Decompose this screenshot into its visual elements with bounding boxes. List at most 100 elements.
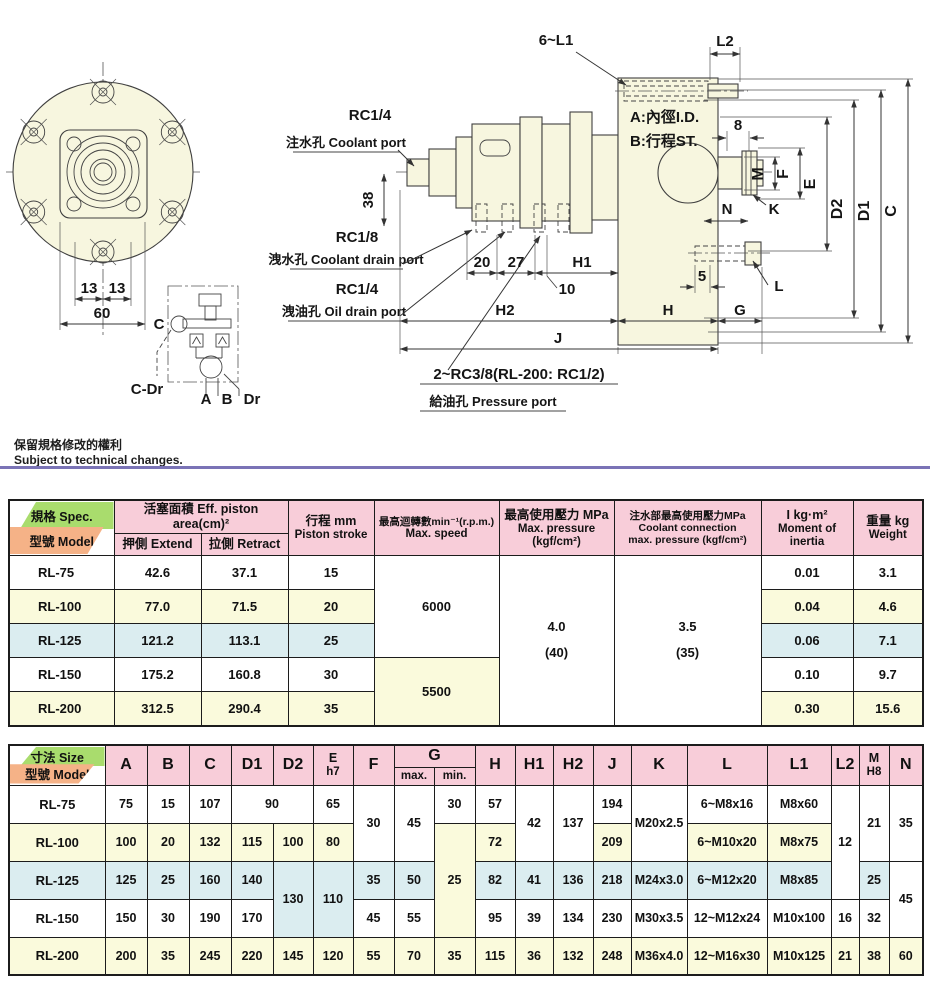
size-header-g-max: max. <box>393 766 435 786</box>
cell-h1: 36 <box>514 936 554 976</box>
dim-8: 8 <box>734 117 742 134</box>
dim-l2: L2 <box>716 33 734 50</box>
cell-k: M20x2.5 <box>630 784 688 862</box>
cell-b: 30 <box>146 898 190 938</box>
cell-h2: 137 <box>552 784 594 862</box>
size-header-d2: D2 <box>272 744 314 786</box>
schematic-label-c: C <box>154 316 165 333</box>
front-view: 13 13 60 <box>6 62 200 338</box>
cell-model: RL-200 <box>8 936 106 976</box>
cell-d1: 170 <box>230 898 274 938</box>
cell-d1: 115 <box>230 822 274 862</box>
size-header-f: F <box>352 744 395 786</box>
cell-retract: 160.8 <box>200 657 289 692</box>
spec-header-row-1: 規格 Spec. 型號 Model 活塞面積 Eff. piston area(… <box>8 499 924 556</box>
pressure-port-label: 給油孔 Pressure port <box>429 394 557 409</box>
cell-gmin: 25 <box>433 822 476 938</box>
dim-e: E <box>802 178 819 189</box>
cell-b: 15 <box>146 784 190 824</box>
cell-e: 65 <box>312 784 354 824</box>
cell-gmax: 70 <box>393 936 435 976</box>
cell-f: 45 <box>352 898 395 938</box>
cell-d2: 145 <box>272 936 314 976</box>
spec-row: RL-125 121.2 113.1 25 0.06 7.1 <box>8 623 924 658</box>
dim-g: G <box>734 302 746 319</box>
cell-weight: 9.7 <box>852 657 924 692</box>
notice-en: Subject to technical changes. <box>14 453 183 467</box>
coolant-drain-label: 洩水孔 Coolant drain port <box>268 252 424 267</box>
cell-m: 38 <box>858 936 890 976</box>
cell-j: 218 <box>592 860 632 900</box>
size-header-l: L <box>686 744 768 786</box>
cell-inertia: 0.06 <box>760 623 854 658</box>
pressure-port-size: 2~RC3/8(RL-200: RC1/2) <box>433 366 604 383</box>
cell-h1: 42 <box>514 784 554 862</box>
spec-header-piston-area: 活塞面積 Eff. piston area(cm)² <box>113 499 289 534</box>
dim-n: N <box>722 201 733 218</box>
cell-k: M30x3.5 <box>630 898 688 938</box>
bore-note: A:內徑I.D. <box>630 108 699 126</box>
dim-k: K <box>769 201 780 218</box>
cell-h: 72 <box>474 822 516 862</box>
cell-weight: 15.6 <box>852 691 924 726</box>
dim-13-right: 13 <box>109 280 126 297</box>
cell-gmin: 30 <box>433 784 476 824</box>
dim-13-left: 13 <box>81 280 98 297</box>
cell-h: 115 <box>474 936 516 976</box>
cell-extend: 175.2 <box>113 657 202 692</box>
cell-c: 132 <box>188 822 232 862</box>
cell-c: 160 <box>188 860 232 900</box>
cell-max-speed-high: 6000 <box>373 555 500 658</box>
cell-gmax: 55 <box>393 898 435 938</box>
dim-h2: H2 <box>495 302 514 319</box>
cell-l1: M8x85 <box>766 860 832 900</box>
schematic-label-c-dr: C-Dr <box>131 381 164 398</box>
cell-l1: M10x125 <box>766 936 832 976</box>
cell-a: 75 <box>104 784 148 824</box>
cell-h1: 39 <box>514 898 554 938</box>
cell-model: RL-125 <box>8 860 106 900</box>
spec-corner-top: 規格 Spec. <box>19 502 113 529</box>
cell-c: 190 <box>188 898 232 938</box>
dim-d2: D2 <box>829 199 846 220</box>
cell-retract: 113.1 <box>200 623 289 658</box>
spec-table: 規格 Spec. 型號 Model 活塞面積 Eff. piston area(… <box>8 499 925 727</box>
cell-n: 35 <box>888 784 924 862</box>
size-header-b: B <box>146 744 190 786</box>
size-header-c: C <box>188 744 232 786</box>
cell-m: 21 <box>858 784 890 862</box>
cell-model: RL-75 <box>8 555 115 590</box>
schematic-label-b: B <box>222 391 233 408</box>
cell-m: 32 <box>858 898 890 938</box>
cell-model: RL-200 <box>8 691 115 726</box>
cell-f: 30 <box>352 784 395 862</box>
schematic-label-dr: Dr <box>244 391 261 408</box>
hydraulic-schematic: C C-Dr A B Dr <box>131 285 261 408</box>
coolant-port-label: 注水孔 Coolant port <box>286 135 407 150</box>
size-header-n: N <box>888 744 924 786</box>
cell-stroke: 15 <box>287 555 375 590</box>
cell-h1: 41 <box>514 860 554 900</box>
cell-e: 80 <box>312 822 354 862</box>
cell-weight: 7.1 <box>852 623 924 658</box>
size-header-h1: H1 <box>514 744 554 786</box>
cell-gmin: 35 <box>433 936 476 976</box>
cell-inertia: 0.01 <box>760 555 854 590</box>
cell-stroke: 25 <box>287 623 375 658</box>
cell-model: RL-75 <box>8 784 106 824</box>
cell-max-speed-low: 5500 <box>373 657 500 726</box>
cell-l1: M8x60 <box>766 784 832 824</box>
size-header-g-min: min. <box>433 766 476 786</box>
cell-d2: 100 <box>272 822 314 862</box>
dimensions: 6~L1 L2 8 N K M F E D2 D1 C <box>399 32 913 354</box>
cell-n: 45 <box>888 860 924 938</box>
cell-a: 200 <box>104 936 148 976</box>
spec-row: RL-100 77.0 71.5 20 0.04 4.6 <box>8 589 924 624</box>
cell-e: 110 <box>312 860 354 938</box>
size-corner-cell: 寸法 Size 型號 Model <box>8 744 106 786</box>
